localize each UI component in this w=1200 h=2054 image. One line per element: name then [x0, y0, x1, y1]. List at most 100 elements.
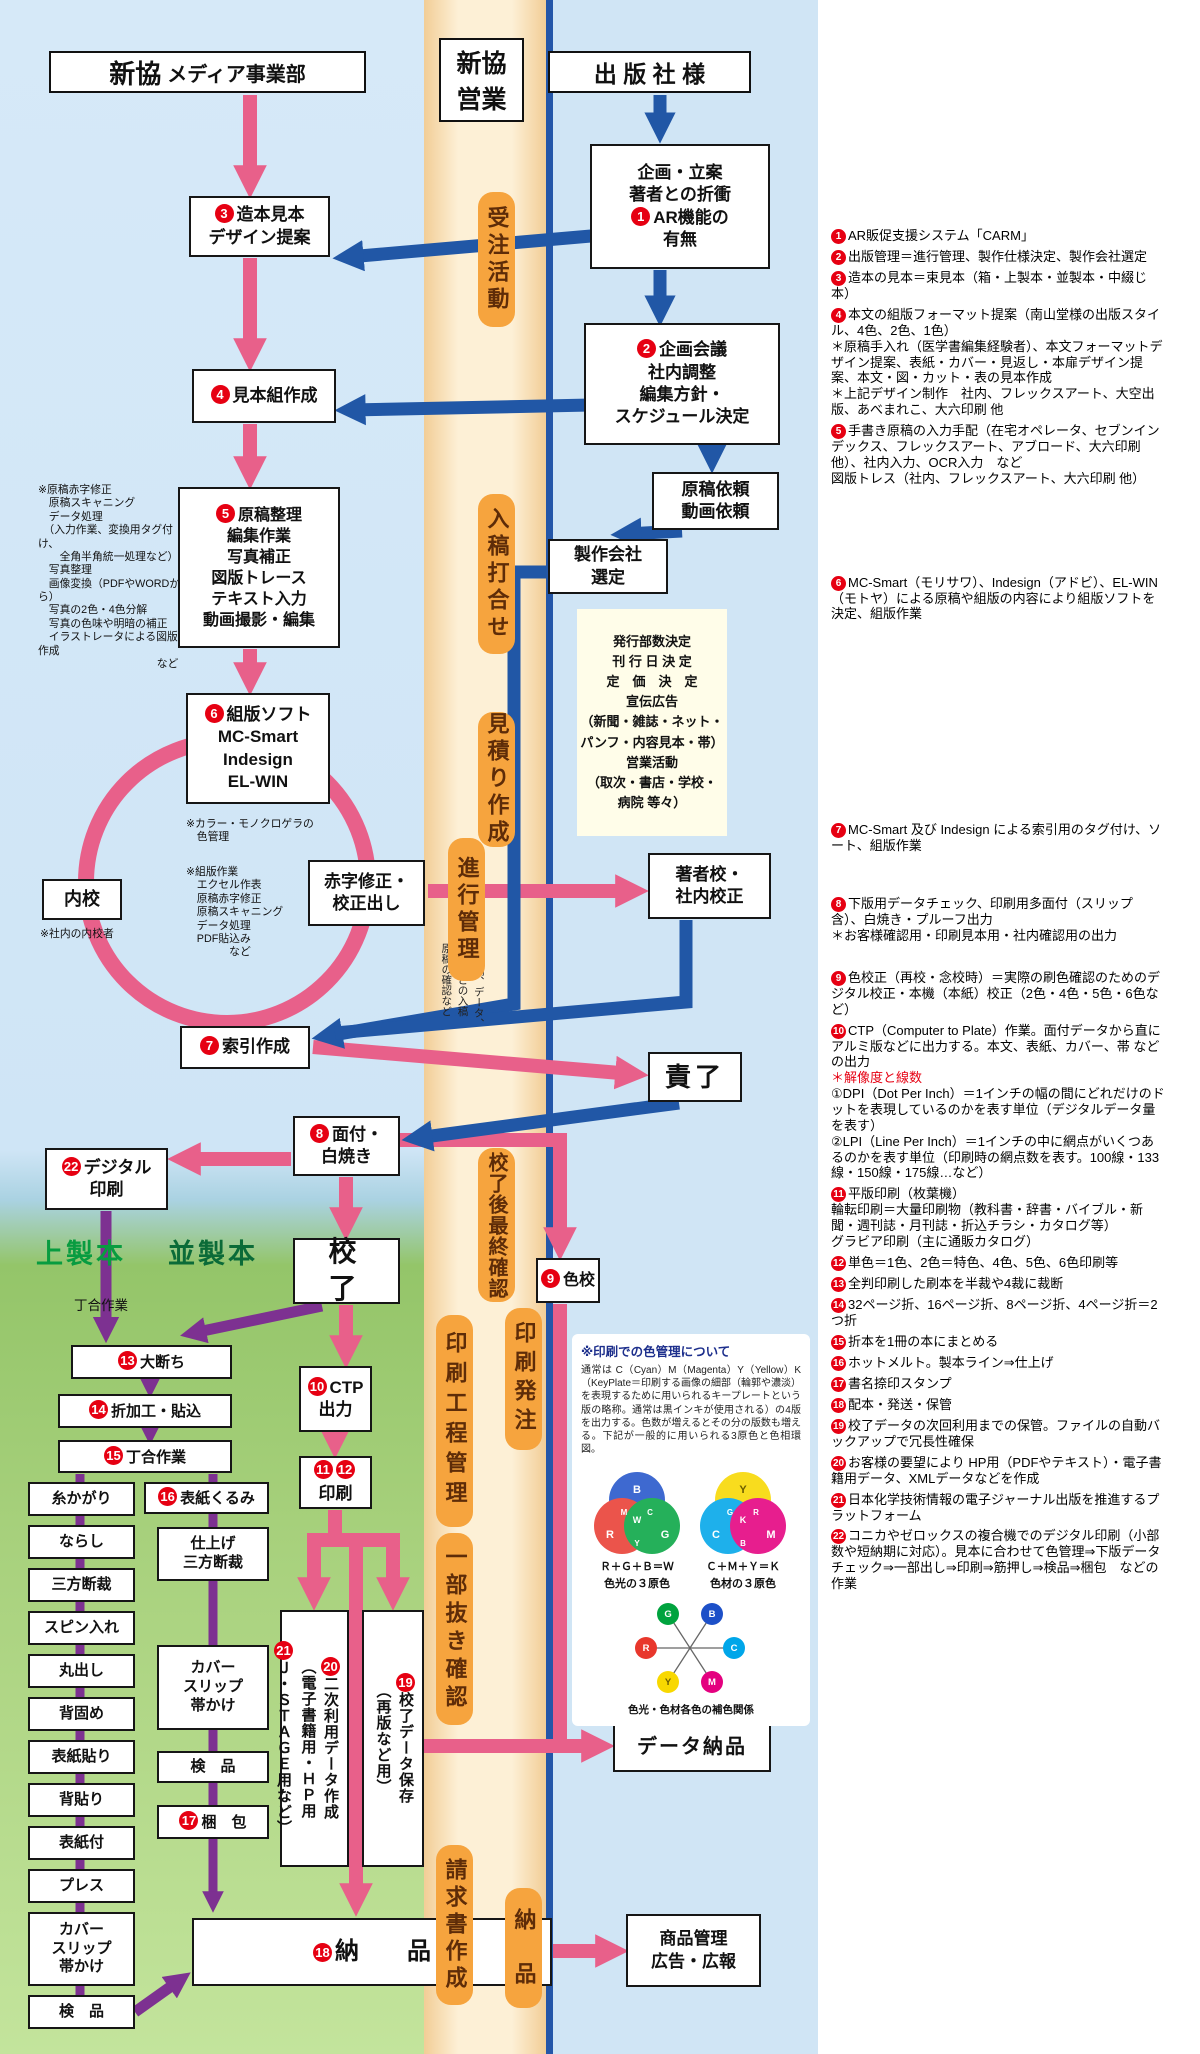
wheel-letter-g: G — [664, 1609, 671, 1620]
venn-letter-r: R — [606, 1529, 614, 1541]
step-number: 4 — [210, 384, 230, 404]
band-label-shinko: 進行管理 — [448, 838, 485, 981]
note-number: 21 — [831, 1492, 846, 1508]
step-genko-irai: 原稿依頼 動画依頼 — [652, 472, 779, 530]
label-chogo-sagyo: 丁合作業 — [74, 1298, 128, 1313]
bindery-hyoshitsuke: 表紙付 — [28, 1826, 135, 1860]
band-label-text: 印刷発注 — [511, 1321, 537, 1437]
step-number: 3 — [214, 204, 234, 224]
note-number: 9 — [831, 970, 846, 986]
note-number: 7 — [831, 823, 846, 839]
step-label: 商品管理 広告・広報 — [651, 1929, 736, 1971]
bindery-cover-slip-obi-right: カバー スリップ 帯かけ — [157, 1645, 269, 1730]
bindery-itokagari: 糸かがり — [28, 1482, 135, 1516]
band-label-text: 校了後最終確認 — [485, 1151, 507, 1299]
step-label: カバー スリップ 帯かけ — [51, 1920, 112, 1976]
annotation-genko-shori: ※原稿赤字修正 原稿スキャニング データ処理 （入力作業、変換用タグ付け、 全角… — [38, 484, 181, 670]
venn-letter-m2: M — [766, 1529, 775, 1541]
venn-formula-light: Ｒ＋Ｇ＋Ｂ＝Ｗ — [600, 1561, 674, 1573]
step-seisaku-gaisha: 製作会社 選定 — [548, 539, 668, 594]
bindery-press: プレス — [28, 1869, 135, 1903]
header-media-division: 新協メディア事業部 — [49, 51, 366, 93]
step-label: 企画会議 社内調整 編集方針・ スケジュール決定 — [614, 340, 750, 427]
note-number: 22 — [831, 1529, 846, 1545]
annotation-naiko-sha: ※社内の内校者 — [40, 928, 114, 940]
venn-caption-light: 色光の３原色 — [604, 1576, 670, 1590]
step-label: 印刷 — [318, 1483, 353, 1503]
venn-letter-b: B — [633, 1484, 641, 1496]
venn-letter-w: W — [633, 1515, 642, 1525]
venn-letter-c2: C — [712, 1529, 720, 1541]
header-publisher: 出 版 社 様 — [548, 51, 751, 93]
wheel-letter-y: Y — [665, 1677, 672, 1688]
label-josei-bon: 上製本 — [36, 1239, 126, 1269]
band-label-text: 受注活動 — [484, 205, 510, 314]
step-label: 梱 包 — [201, 1814, 247, 1832]
color-venn-diagrams: B R G M C Y W Y C M G R B K Ｒ＋Ｇ＋Ｂ＝Ｗ Ｃ＋Ｍ＋… — [594, 1472, 786, 1590]
note-10-red-subhead: ＊解像度と線数 — [831, 1070, 923, 1086]
note-number: 6 — [831, 575, 846, 591]
step-label: 背貼り — [58, 1790, 104, 1808]
step-koryo: 校 了 — [293, 1236, 400, 1304]
step-label: ならし — [58, 1532, 104, 1550]
step-number: 20 — [321, 1657, 340, 1676]
step-label: （電子書籍用・ＨＰ用 — [299, 1658, 317, 1819]
note-number: 14 — [831, 1297, 846, 1313]
note-number: 12 — [831, 1255, 846, 1271]
step-label: 二次利用データ作成 — [322, 1676, 339, 1820]
note-number: 13 — [831, 1276, 846, 1292]
step-label: 造本見本 デザイン提案 — [208, 205, 311, 247]
band-label-text: 印刷工程管理 — [442, 1331, 468, 1511]
step-label: 糸かがり — [51, 1489, 112, 1507]
band-label-text: 見積り作成 — [484, 712, 510, 847]
step-label: スピン入れ — [43, 1618, 119, 1636]
step-number: 7 — [200, 1036, 219, 1056]
step-shohin-kanri: 商品管理 広告・広報 — [626, 1914, 761, 1987]
step-number: 6 — [204, 703, 224, 723]
note-number: 15 — [831, 1334, 846, 1350]
step-label: 原稿整理 編集作業 写真補正 図版トレース テキスト入力 動画撮影・編集 — [202, 506, 315, 630]
venn-letter-g: G — [661, 1529, 670, 1541]
step-label: 校 了 — [328, 1236, 401, 1304]
step-label: 原稿依頼 動画依頼 — [681, 479, 750, 521]
note-number: 4 — [831, 307, 846, 323]
venn-letter-m: M — [621, 1508, 628, 1517]
bindery-spin-ire: スピン入れ — [28, 1611, 135, 1645]
note-number: 5 — [831, 424, 846, 440]
venn-letter-c: C — [647, 1508, 653, 1517]
note-number: 18 — [831, 1397, 846, 1413]
step-label: 見本組作成 — [232, 385, 318, 405]
step-label: 組版ソフト MC-Smart Indesign EL-WIN — [217, 704, 312, 791]
step-number: 14 — [88, 1400, 108, 1420]
header-media-rest: メディア事業部 — [167, 63, 306, 86]
bindery-narashi: ならし — [28, 1525, 135, 1559]
step-seryo: 責了 — [648, 1052, 742, 1102]
header-publisher-text: 出 版 社 様 — [593, 61, 706, 87]
step-label: 表紙貼り — [51, 1747, 112, 1765]
note-number: 1 — [831, 229, 846, 244]
note-number: 19 — [831, 1418, 846, 1434]
bindery-kenpin-left: 検 品 — [28, 1995, 135, 2029]
step-label: 色校 — [562, 1272, 595, 1290]
